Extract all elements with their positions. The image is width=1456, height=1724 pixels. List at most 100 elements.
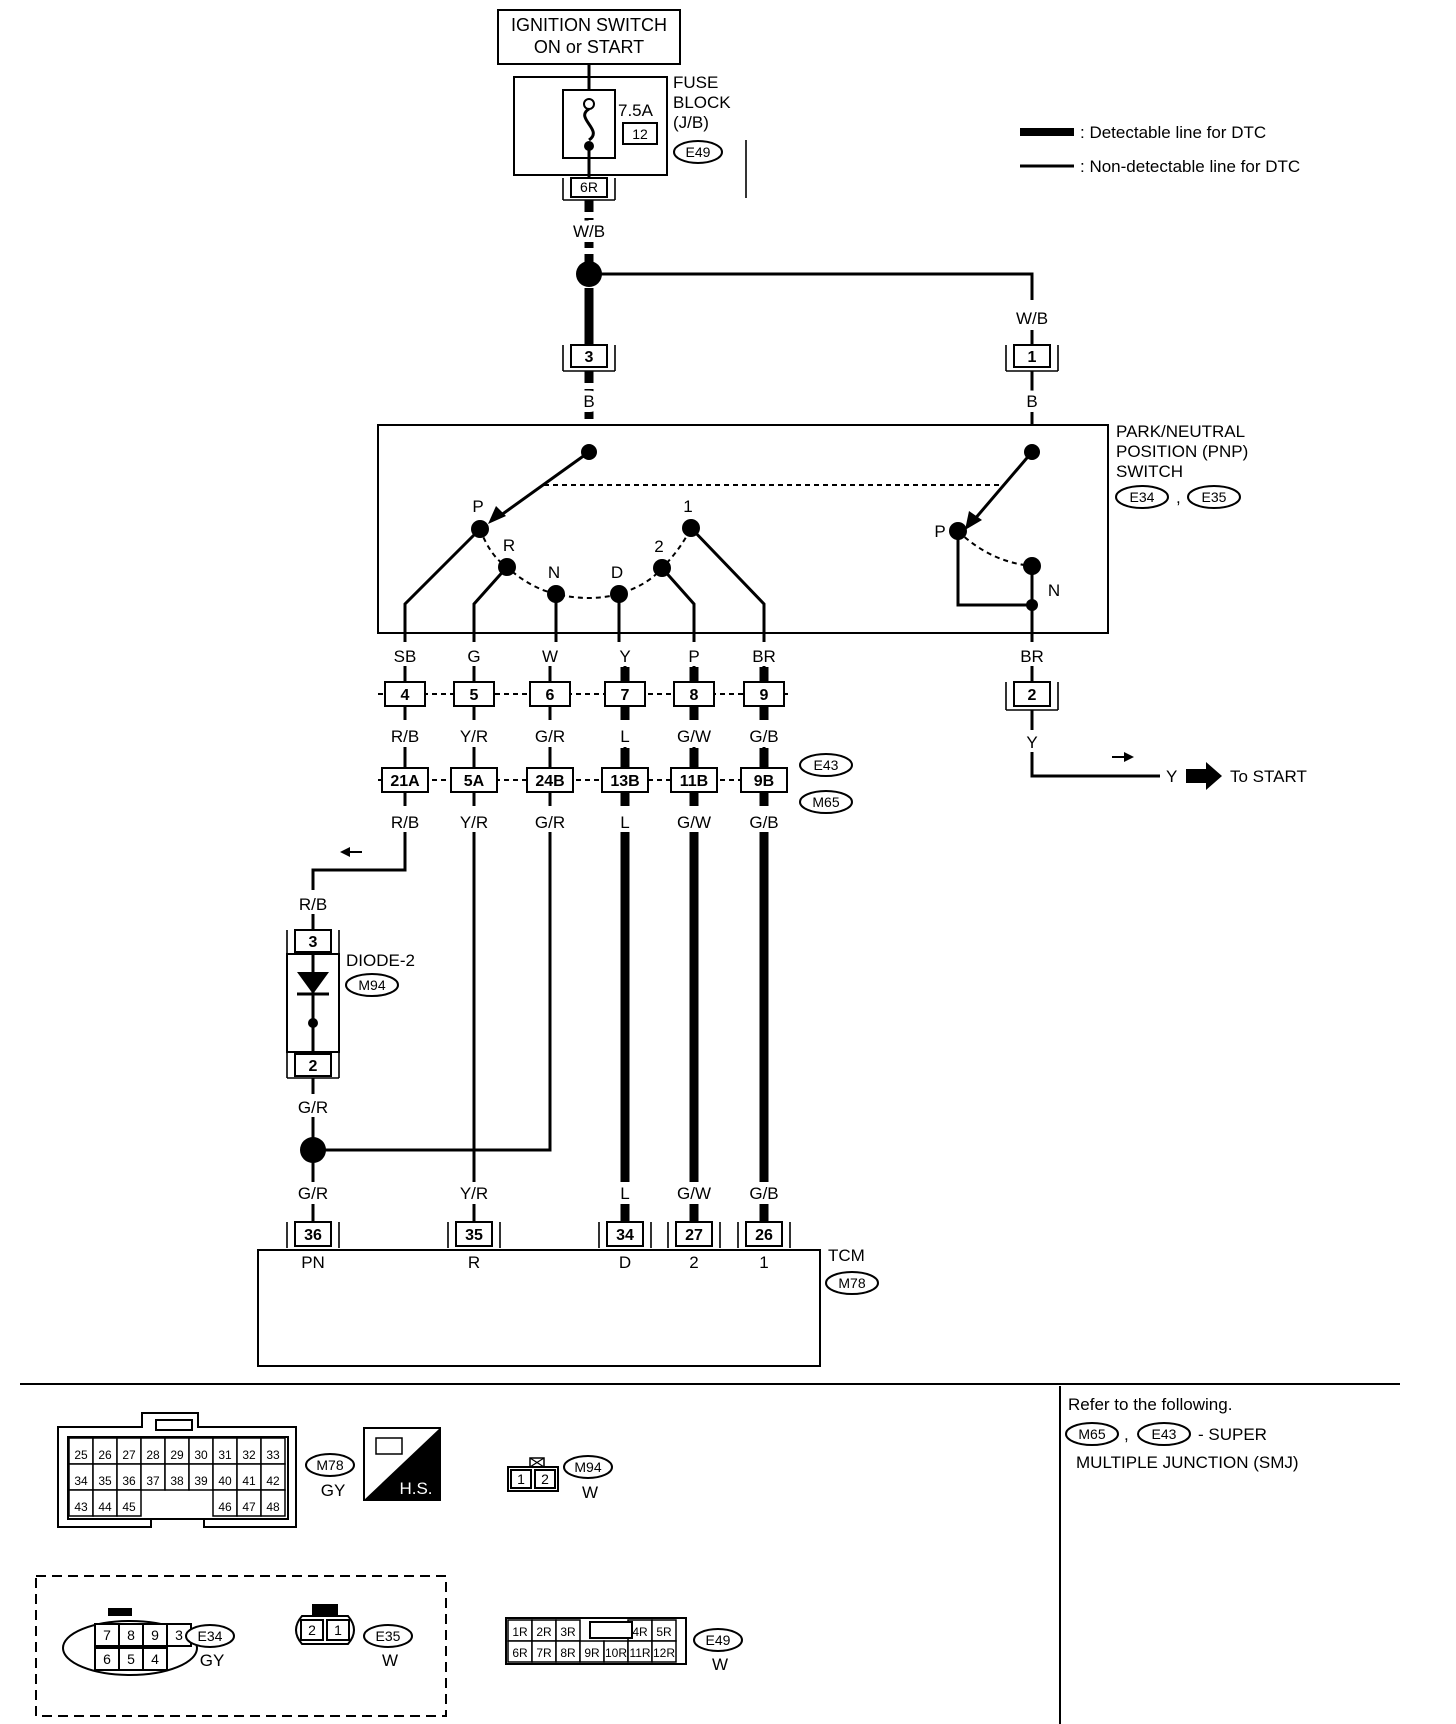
m78-cavity: 32 <box>242 1448 256 1462</box>
wire-color-y: Y <box>1026 733 1037 752</box>
wire-color-mid-3: G/R <box>535 727 565 746</box>
tcm-wire-5: G/B <box>749 1184 778 1203</box>
connector-m94: 1 2 M94 W <box>507 1455 613 1502</box>
connector-pin-3: 3 <box>585 349 594 366</box>
fuse-block-label-2: BLOCK <box>673 93 731 112</box>
diode-pin-2: 2 <box>309 1058 318 1075</box>
e34-pin-6: 6 <box>103 1651 111 1667</box>
m94-id: M94 <box>574 1459 601 1475</box>
wire-color-p: P <box>688 647 699 666</box>
pos-n-right: N <box>1048 581 1060 600</box>
pos-d: D <box>611 563 623 582</box>
tcm-pin-34: 34 <box>616 1227 634 1244</box>
e49-cavity: 5R <box>656 1625 672 1639</box>
wire-color-low-2: Y/R <box>460 813 488 832</box>
switch-outputs: SB G W Y P BR 4 5 6 7 8 9 <box>378 647 853 832</box>
tcm-pin-26: 26 <box>755 1227 773 1244</box>
connector-pin-1: 1 <box>1028 349 1037 366</box>
fuse-rating: 7.5A <box>618 101 654 120</box>
wire-color-low-1: R/B <box>391 813 419 832</box>
e35-id: E35 <box>376 1628 401 1644</box>
e34-pin-7: 7 <box>103 1627 111 1643</box>
m78-cavity: 37 <box>146 1474 160 1488</box>
refer-suffix: - SUPER <box>1198 1425 1267 1444</box>
refer-note: Refer to the following. M65 , E43 - SUPE… <box>1065 1395 1299 1472</box>
e49-cavity: 4R <box>632 1625 648 1639</box>
wire-color-low-5: G/W <box>677 813 711 832</box>
fuse-connector-id: E49 <box>686 144 711 160</box>
m78-cavity: 48 <box>266 1500 280 1514</box>
tcm-pin-36: 36 <box>304 1227 322 1244</box>
pnp-switch: PARK/NEUTRAL POSITION (PNP) SWITCH E34 ,… <box>377 422 1248 642</box>
svg-text:,: , <box>1124 1425 1129 1444</box>
e49-cavity: 1R <box>512 1625 528 1639</box>
pnp-conn-e35: E35 <box>1202 489 1227 505</box>
smj-e43: E43 <box>814 757 839 773</box>
tcm-term-r: R <box>468 1253 480 1272</box>
pos-n: N <box>548 563 560 582</box>
m94-pin-2: 2 <box>541 1471 549 1487</box>
diode-wire-bottom: G/R <box>298 1098 328 1117</box>
tcm-wire-1: G/R <box>298 1184 328 1203</box>
m94-pin-1: 1 <box>517 1471 525 1487</box>
m78-cavity: 26 <box>98 1448 112 1462</box>
smj-m65: M65 <box>812 794 839 810</box>
e34-pin-4: 4 <box>151 1651 159 1667</box>
tcm-term-pn: PN <box>301 1253 325 1272</box>
switch-arrow-right <box>965 511 982 530</box>
wire-color-b-left: B <box>583 392 594 411</box>
m78-cavity: 42 <box>266 1474 280 1488</box>
pin-2-start: 2 <box>1028 687 1037 704</box>
tcm-pin-35: 35 <box>465 1227 483 1244</box>
m78-cavity: 33 <box>266 1448 280 1462</box>
pin-11b: 11B <box>680 773 708 790</box>
e49-cavity: 3R <box>560 1625 576 1639</box>
e49-cavity: 8R <box>560 1646 576 1660</box>
tcm-wire-2: Y/R <box>460 1184 488 1203</box>
tcm-wire-3: L <box>620 1184 629 1203</box>
pin-8: 8 <box>690 687 699 704</box>
m78-cavity: 31 <box>218 1448 232 1462</box>
tcm-pin-27: 27 <box>685 1227 703 1244</box>
pos-r: R <box>503 536 515 555</box>
svg-text:,: , <box>1176 488 1181 507</box>
fuse-block-label-3: (J/B) <box>673 113 709 132</box>
wire-color-y-2: Y <box>1166 767 1177 786</box>
m78-cavity: 41 <box>242 1474 256 1488</box>
m78-cavity: 44 <box>98 1500 112 1514</box>
m78-cavity: 28 <box>146 1448 160 1462</box>
pin-5: 5 <box>470 687 479 704</box>
tcm-term-d: D <box>619 1253 631 1272</box>
m78-cavity: 47 <box>242 1500 256 1514</box>
tcm-conn: M78 <box>838 1275 865 1291</box>
pin-24b: 24B <box>535 773 564 790</box>
switch-arrow-left <box>488 506 506 524</box>
diode-label: DIODE-2 <box>346 951 415 970</box>
e34-pin-5: 5 <box>127 1651 135 1667</box>
m78-cavity: 35 <box>98 1474 112 1488</box>
e35-pin-2: 2 <box>308 1622 316 1638</box>
pin-5a: 5A <box>464 773 485 790</box>
e49-cavity: 10R <box>605 1646 627 1660</box>
diode-conn: M94 <box>358 977 385 993</box>
wire-color-br-right: BR <box>1020 647 1044 666</box>
wire-color-b-right: B <box>1026 392 1037 411</box>
m78-cavity: 34 <box>74 1474 88 1488</box>
diode-2: 3 2 DIODE-2 M94 <box>286 929 415 1079</box>
m78-cavity: 30 <box>194 1448 208 1462</box>
m78-cavity: 45 <box>122 1500 136 1514</box>
e49-cavity: 12R <box>653 1646 675 1660</box>
wire-color-g: G <box>467 647 480 666</box>
diode-pin-3: 3 <box>309 934 318 951</box>
ignition-switch: IGNITION SWITCH ON or START <box>497 9 681 65</box>
pos-p-right: P <box>934 522 945 541</box>
e49-cavity: 6R <box>512 1646 528 1660</box>
pnp-label-1: PARK/NEUTRAL <box>1116 422 1245 441</box>
fuse-icon <box>583 107 595 142</box>
pnp-conn-e34: E34 <box>1130 489 1155 505</box>
diode-wire-top: R/B <box>299 895 327 914</box>
wire-color-mid-2: Y/R <box>460 727 488 746</box>
wire-color-mid-5: G/W <box>677 727 711 746</box>
e34-id: E34 <box>198 1628 223 1644</box>
legend-non-detectable: : Non-detectable line for DTC <box>1080 157 1300 176</box>
